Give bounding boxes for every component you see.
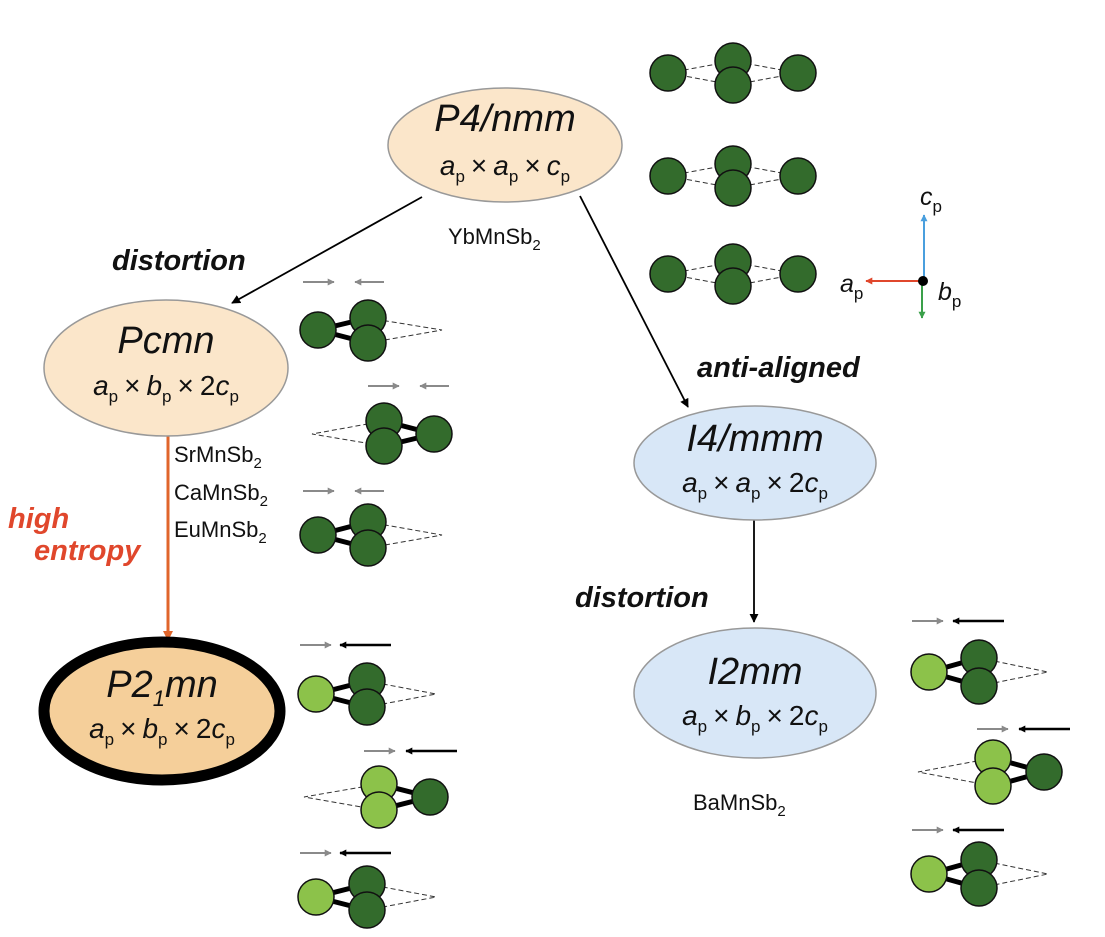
node-pcmn-spacegroup: Pcmn: [117, 320, 214, 362]
node-i2mm-cell: ap×bp×2cp: [682, 700, 828, 736]
node-pcmn-cell: ap×bp×2cp: [93, 370, 239, 406]
axis-c-label: cp: [920, 183, 942, 216]
pcmn-compound-list: SrMnSb2 CaMnSb2 EuMnSb2: [174, 442, 268, 547]
node-i2mm-ellipse: [633, 627, 877, 759]
node-pcmn-ellipse: [43, 299, 289, 437]
axis-a-label: ap: [840, 270, 863, 303]
node-p4nmm-cell: ap×ap×cp: [440, 150, 570, 186]
node-p21mn-ellipse: [38, 636, 286, 786]
label-anti-aligned: anti-aligned: [697, 352, 861, 384]
arrow-p4nmm-to-pcmn: [231, 196, 423, 304]
node-i2mm-spacegroup: I2mm: [708, 651, 803, 693]
compound-camnsb2: CaMnSb2: [174, 480, 268, 510]
node-pcmn: Pcmn ap×bp×2cp: [43, 299, 289, 437]
node-p21mn-spacegroup: P21mn: [106, 664, 218, 711]
motif-pcmn-1: [299, 278, 443, 362]
motif-pcmn-2: [311, 382, 453, 465]
node-i4mmm: I4/mmm ap×ap×2cp: [633, 405, 877, 521]
node-p4nmm: P4/nmm ap×ap×cp YbMnSb2: [387, 87, 623, 254]
label-high: high: [8, 503, 69, 535]
motif-p21mn-2: [303, 747, 457, 829]
node-p21mn: P21mn ap×bp×2cp: [38, 636, 286, 786]
compound-srmnsb2: SrMnSb2: [174, 442, 262, 472]
label-distortion-right: distortion: [575, 582, 709, 614]
axes-indicator: cp ap bp: [840, 183, 961, 319]
node-i4mmm-ellipse: [633, 405, 877, 521]
motif-p4nmm-3: [649, 243, 817, 305]
node-i4mmm-spacegroup: I4/mmm: [686, 418, 823, 460]
motif-p21mn-1: [297, 641, 437, 726]
node-i2mm: I2mm ap×bp×2cp BaMnSb2: [633, 627, 877, 820]
node-i2mm-compound: BaMnSb2: [693, 790, 786, 820]
compound-eumnsb2: EuMnSb2: [174, 517, 267, 547]
node-i4mmm-cell: ap×ap×2cp: [682, 467, 828, 503]
node-p21mn-cell: ap×bp×2cp: [89, 713, 235, 749]
node-p4nmm-spacegroup: P4/nmm: [434, 98, 576, 140]
motif-p4nmm-2: [649, 145, 817, 207]
node-p4nmm-compound: YbMnSb2: [448, 224, 541, 254]
label-entropy: entropy: [34, 535, 142, 567]
node-p4nmm-ellipse: [387, 87, 623, 203]
motif-pcmn-3: [299, 487, 443, 567]
motif-i2mm-2: [917, 725, 1070, 805]
motif-i2mm-3: [910, 826, 1049, 907]
label-distortion-left: distortion: [112, 245, 246, 277]
axis-origin: [918, 276, 928, 286]
motif-p4nmm-1: [649, 42, 817, 104]
arrow-p4nmm-to-i4mmm: [579, 195, 689, 408]
axis-b-label: bp: [938, 278, 961, 311]
motif-i2mm-1: [910, 617, 1049, 705]
motif-p21mn-3: [297, 849, 437, 929]
